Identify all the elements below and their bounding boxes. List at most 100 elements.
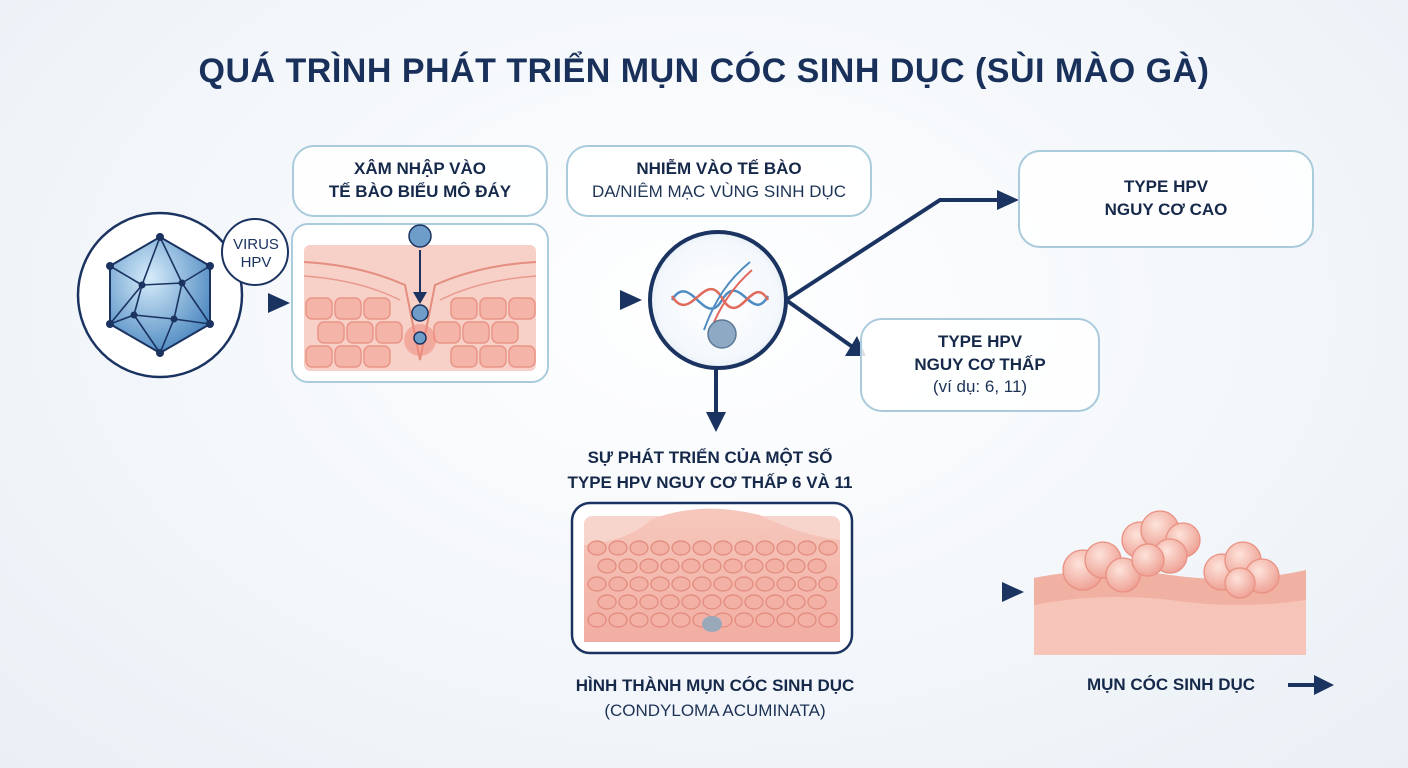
epithelium-tissue-image xyxy=(291,223,549,383)
wart-tissue-image xyxy=(570,501,854,655)
arrow-cell-down xyxy=(706,368,726,432)
epithelial-cell xyxy=(491,321,519,344)
epithelial-cell xyxy=(363,345,391,368)
virus-label-line1: VIRUS xyxy=(233,236,279,253)
formation-label: HÌNH THÀNH MỤN CÓC SINH DỤC (CONDYLOMA A… xyxy=(540,674,890,723)
step1-line2: TẾ BÀO BIỂU MÔ ĐÁY xyxy=(328,182,512,201)
low-risk-line3: (ví dụ: 6, 11) xyxy=(932,377,1028,397)
wart-cell xyxy=(807,558,827,574)
epithelial-cell xyxy=(462,321,490,344)
wart-cell xyxy=(587,540,607,556)
wart-cell xyxy=(797,540,817,556)
infected-cell-icon xyxy=(648,230,788,370)
virus-label: VIRUS HPV xyxy=(226,236,286,272)
wart-cell xyxy=(702,594,722,610)
growth-line2: TYPE HPV NGUY CƠ THẤP 6 VÀ 11 xyxy=(567,472,853,492)
epithelial-cell xyxy=(450,345,478,368)
wart-cell xyxy=(734,576,754,592)
wart-cell xyxy=(776,576,796,592)
epithelial-cell xyxy=(433,321,461,344)
epithelial-cell xyxy=(479,345,507,368)
wart-cell xyxy=(807,594,827,610)
arrow-to-result xyxy=(852,582,1024,602)
growth-label: SỰ PHÁT TRIỂN CỦA MỘT SỐ TYPE HPV NGUY C… xyxy=(520,446,900,495)
wart-cell xyxy=(755,612,775,628)
wart-cell xyxy=(608,540,628,556)
wart-cell xyxy=(597,594,617,610)
wart-cell xyxy=(681,594,701,610)
wart-cell xyxy=(755,540,775,556)
wart-cell xyxy=(618,594,638,610)
wart-cell xyxy=(734,612,754,628)
wart-cell xyxy=(671,540,691,556)
epithelial-cell xyxy=(363,297,391,320)
wart-cell xyxy=(597,558,617,574)
epithelial-cell xyxy=(334,345,362,368)
low-risk-line1: TYPE HPV xyxy=(937,331,1023,351)
epithelial-cell xyxy=(508,345,536,368)
epithelial-cell xyxy=(305,297,333,320)
formation-line2: (CONDYLOMA ACUMINATA) xyxy=(604,700,826,720)
wart-cell xyxy=(744,594,764,610)
wart-cell xyxy=(629,576,649,592)
wart-cell xyxy=(629,612,649,628)
wart-cell xyxy=(618,558,638,574)
arrow-tissue-to-cell xyxy=(548,290,642,310)
wart-cell xyxy=(650,612,670,628)
wart-cell xyxy=(786,594,806,610)
wart-cell xyxy=(660,594,680,610)
wart-cell xyxy=(702,558,722,574)
low-risk-bubble: TYPE HPV NGUY CƠ THẤP (ví dụ: 6, 11) xyxy=(860,318,1100,412)
high-risk-line1: TYPE HPV xyxy=(1123,177,1209,197)
high-risk-bubble: TYPE HPV NGUY CƠ CAO xyxy=(1018,150,1314,248)
wart-cell xyxy=(692,576,712,592)
wart-cell xyxy=(723,558,743,574)
wart-cell xyxy=(639,558,659,574)
arrow-final xyxy=(1288,675,1334,695)
formation-line1: HÌNH THÀNH MỤN CÓC SINH DỤC xyxy=(575,676,855,695)
growth-line1: SỰ PHÁT TRIỂN CỦA MỘT SỐ xyxy=(587,448,833,467)
wart-cell xyxy=(629,540,649,556)
wart-cell xyxy=(818,576,838,592)
wart-cell xyxy=(713,576,733,592)
wart-cell xyxy=(608,612,628,628)
wart-cell xyxy=(650,576,670,592)
virus-label-line2: HPV xyxy=(240,254,272,271)
wart-cell xyxy=(639,594,659,610)
page-title: QUÁ TRÌNH PHÁT TRIỂN MỤN CÓC SINH DỤC (S… xyxy=(198,52,1210,90)
genital-warts-image xyxy=(1034,510,1306,655)
wart-cell xyxy=(587,576,607,592)
wart-cell xyxy=(786,558,806,574)
wart-cell xyxy=(776,612,796,628)
epithelial-cell xyxy=(479,297,507,320)
epithelial-cell xyxy=(334,297,362,320)
wart-cell xyxy=(587,612,607,628)
epithelial-cell xyxy=(317,321,345,344)
epithelial-cell xyxy=(305,345,333,368)
step2-bubble: NHIỄM VÀO TẾ BÀO DA/NIÊM MẠC VÙNG SINH D… xyxy=(566,145,872,217)
wart-cell xyxy=(650,540,670,556)
virus-label-bubble xyxy=(221,218,289,286)
wart-cell xyxy=(660,558,680,574)
wart-cell xyxy=(776,540,796,556)
wart-cell xyxy=(723,594,743,610)
low-risk-line2: NGUY CƠ THẤP xyxy=(914,354,1046,374)
wart-cell xyxy=(765,558,785,574)
result-label: MỤN CÓC SINH DỤC xyxy=(1086,675,1256,694)
virus-hpv-icon xyxy=(76,211,244,379)
step1-bubble: XÂM NHẬP VÀO TẾ BÀO BIỂU MÔ ĐÁY xyxy=(292,145,548,217)
step2-line1: NHIỄM VÀO TẾ BÀO xyxy=(636,159,802,179)
arrow-virus-to-tissue xyxy=(230,293,290,313)
wart-cell xyxy=(744,558,764,574)
arrow-to-low-risk xyxy=(784,298,866,356)
wart-cell xyxy=(734,540,754,556)
epithelial-cell xyxy=(450,297,478,320)
wart-cell xyxy=(713,540,733,556)
step1-line1: XÂM NHẬP VÀO xyxy=(354,159,486,179)
wart-cell xyxy=(755,576,775,592)
high-risk-line2: NGUY CƠ CAO xyxy=(1104,200,1228,219)
wart-cell xyxy=(797,576,817,592)
wart-cell xyxy=(818,540,838,556)
step2-line2: DA/NIÊM MẠC VÙNG SINH DỤC xyxy=(591,182,847,201)
